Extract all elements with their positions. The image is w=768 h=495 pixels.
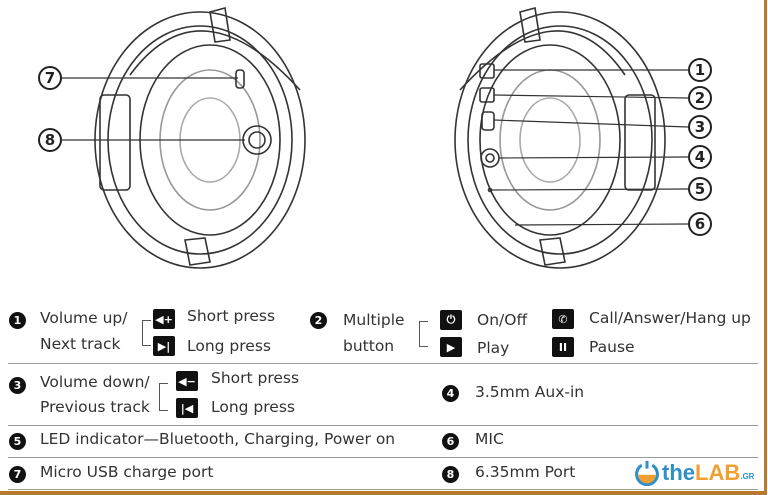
divider — [8, 457, 758, 458]
headphones-diagram — [62, 6, 689, 269]
power-flask-icon — [635, 460, 659, 486]
callout-7: 7 — [38, 66, 62, 90]
short-press-label: Short press — [211, 369, 300, 387]
legend-num-4: 4 — [442, 385, 459, 402]
port-label: 6.35mm Port — [475, 463, 576, 481]
long-press-label: Long press — [211, 398, 295, 416]
callout-3: 3 — [688, 115, 712, 139]
legend-num-7: 7 — [9, 466, 26, 483]
divider — [8, 425, 758, 426]
legend-num-8: 8 — [442, 466, 459, 483]
legend-num-3: 3 — [9, 377, 26, 394]
callout-2: 2 — [688, 86, 712, 110]
callout-8: 8 — [38, 128, 62, 152]
play-icon: ▶ — [440, 337, 462, 357]
call-label: Call/Answer/Hang up — [589, 309, 751, 327]
short-press-label: Short press — [187, 307, 276, 325]
volume-up-icon: ◀+ — [153, 309, 175, 329]
aux-label: 3.5mm Aux-in — [475, 383, 585, 401]
legend-num-5: 5 — [9, 433, 26, 450]
callout-1: 1 — [688, 58, 712, 82]
callout-6: 6 — [688, 212, 712, 236]
next-track-label: Next track — [40, 335, 121, 353]
divider — [8, 489, 758, 490]
button-label: button — [343, 337, 395, 355]
left-earcup — [62, 6, 306, 269]
bracket — [419, 321, 428, 347]
led-label: LED indicator—Bluetooth, Charging, Power… — [40, 430, 396, 448]
legend-num-2: 2 — [310, 312, 327, 329]
usb-label: Micro USB charge port — [40, 463, 214, 481]
mic-label: MIC — [475, 430, 504, 448]
right-earcup — [454, 6, 689, 269]
vol-down-label: Volume down/ — [40, 373, 150, 391]
legend-num-1: 1 — [9, 312, 26, 329]
power-icon: ⏻ — [440, 310, 462, 330]
long-press-label: Long press — [187, 337, 271, 355]
legend-num-6: 6 — [442, 433, 459, 450]
logo-the: the — [662, 460, 695, 485]
divider — [8, 363, 758, 364]
logo-lab: LAB — [695, 460, 741, 485]
prev-track-label: Previous track — [40, 398, 150, 416]
play-label: Play — [477, 339, 510, 357]
phone-icon: ✆ — [552, 309, 574, 329]
thelab-logo: the LAB .GR — [634, 460, 754, 486]
callout-4: 4 — [688, 145, 712, 169]
multiple-label: Multiple — [343, 311, 405, 329]
logo-gr: .GR — [740, 472, 755, 481]
pause-label: Pause — [589, 338, 635, 356]
vol-up-label: Volume up/ — [40, 309, 128, 327]
bracket — [142, 320, 151, 346]
volume-down-icon: ◀− — [176, 371, 198, 391]
next-track-icon: ▶| — [153, 336, 175, 356]
on-off-label: On/Off — [477, 311, 528, 329]
callout-5: 5 — [688, 177, 712, 201]
bracket — [159, 383, 168, 411]
previous-track-icon: |◀ — [176, 398, 198, 418]
pause-icon: II — [552, 337, 574, 357]
